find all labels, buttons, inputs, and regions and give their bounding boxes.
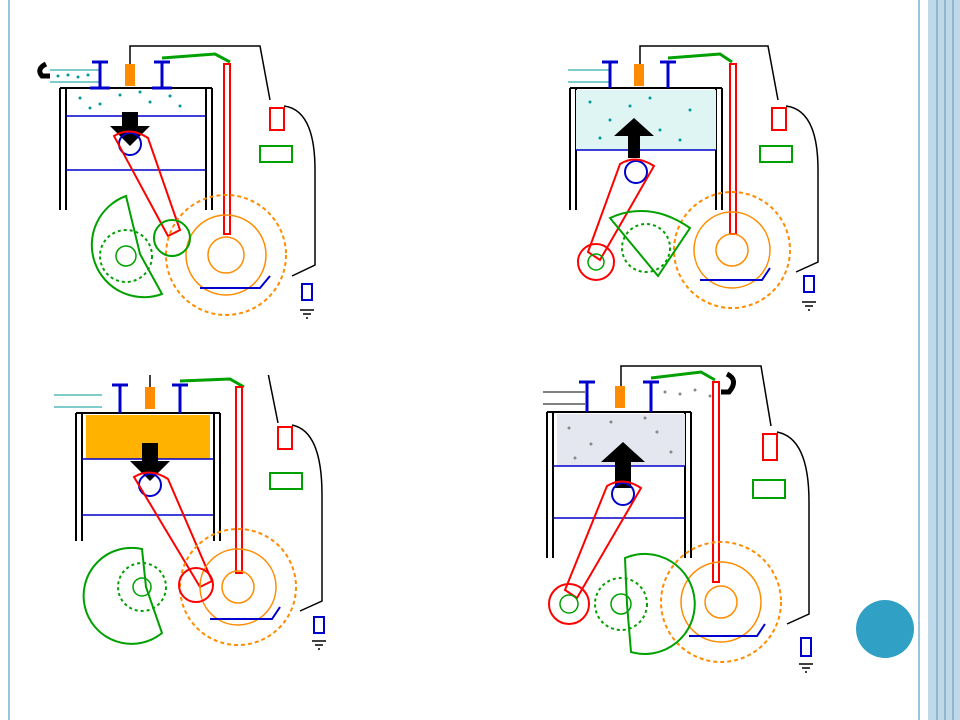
side-band-line	[952, 0, 954, 720]
push-rod	[223, 63, 231, 235]
side-band-line	[944, 0, 946, 720]
breaker-points	[700, 267, 771, 281]
rocker-arm	[179, 377, 245, 389]
intake-valve	[579, 380, 595, 412]
ground-symbol-icon	[802, 301, 816, 311]
crank-gear-orange	[673, 191, 791, 309]
wrist-pin	[611, 482, 635, 506]
wrist-pin	[624, 160, 648, 184]
breaker-points	[689, 623, 766, 637]
spark-plug	[634, 64, 644, 86]
push-rod	[235, 386, 243, 574]
ignition-wire	[620, 365, 772, 427]
condenser	[313, 616, 325, 634]
chamber-compressed-mixture	[576, 90, 716, 150]
piston-arrow-up-icon	[601, 442, 645, 488]
engine-diagram-compression	[568, 45, 819, 311]
piston-arrow-up-icon	[614, 118, 654, 158]
condenser	[301, 283, 313, 301]
crank-gear-orange	[165, 194, 287, 316]
rocker-arm	[667, 52, 733, 64]
battery	[759, 145, 793, 163]
ignition-coil	[269, 107, 285, 131]
condenser	[800, 637, 812, 657]
accent-circle	[856, 600, 914, 658]
battery	[752, 479, 786, 499]
cylinder	[546, 411, 692, 558]
ignition-coil	[277, 426, 293, 450]
crank-pin	[577, 243, 615, 281]
crank-pin	[153, 219, 191, 257]
connecting-rod	[112, 130, 182, 238]
cam-lobe-green	[82, 546, 164, 645]
ignition-coil	[762, 433, 778, 461]
ground-symbol-icon	[300, 309, 314, 319]
intake-valve	[112, 383, 128, 413]
rotation-arrow-icon	[721, 371, 736, 395]
ignition-coil	[771, 107, 787, 131]
exhaust-valve	[152, 60, 172, 90]
battery	[269, 472, 303, 490]
cylinder	[75, 412, 221, 541]
cam-lobe-green	[90, 194, 164, 299]
engine-diagram-power	[54, 375, 326, 650]
push-rod	[729, 63, 737, 235]
spark-plug	[615, 386, 625, 408]
slide-frame-right	[918, 0, 920, 720]
rotation-arrow-icon	[37, 61, 50, 79]
exhaust-valve	[172, 383, 188, 413]
battery	[259, 145, 293, 163]
connecting-rod	[132, 471, 214, 589]
engine-diagram-exhaust	[543, 365, 813, 673]
ignition-wire	[639, 45, 779, 101]
ignition-wire	[149, 375, 279, 424]
intake-mixture-dots	[56, 73, 90, 79]
slide-frame-left	[8, 0, 10, 720]
ground-symbol-icon	[312, 640, 326, 650]
spark-plug	[125, 64, 135, 86]
crank-gear-orange	[179, 528, 297, 646]
condenser	[803, 275, 815, 293]
exhaust-gas-dots	[663, 388, 712, 398]
connecting-rod	[586, 158, 656, 262]
cam-lobe-green	[623, 553, 696, 655]
intake-valve	[602, 60, 618, 88]
exhaust-valve	[643, 380, 659, 412]
crank-pin	[178, 567, 214, 603]
breaker-points	[200, 275, 271, 289]
rocker-arm	[650, 370, 716, 382]
spark-plug	[145, 387, 155, 409]
crank-pin	[548, 583, 590, 625]
cam-lobe-green	[608, 209, 692, 278]
exhaust-valve	[660, 60, 676, 88]
push-rod	[712, 381, 720, 583]
rocker-arm	[161, 52, 231, 64]
cylinder	[59, 87, 213, 210]
intake-valve	[90, 60, 110, 90]
ignition-wire	[129, 45, 271, 101]
breaker-points	[210, 606, 281, 620]
piston-arrow-down-icon	[130, 443, 170, 481]
side-band-line	[936, 0, 938, 720]
ground-symbol-icon	[799, 663, 813, 673]
crank-gear-orange	[660, 541, 782, 663]
engine-diagram-intake	[37, 45, 316, 319]
chamber-mixture	[78, 90, 182, 110]
piston-arrow-down-icon	[110, 112, 150, 146]
connecting-rod	[563, 480, 643, 600]
